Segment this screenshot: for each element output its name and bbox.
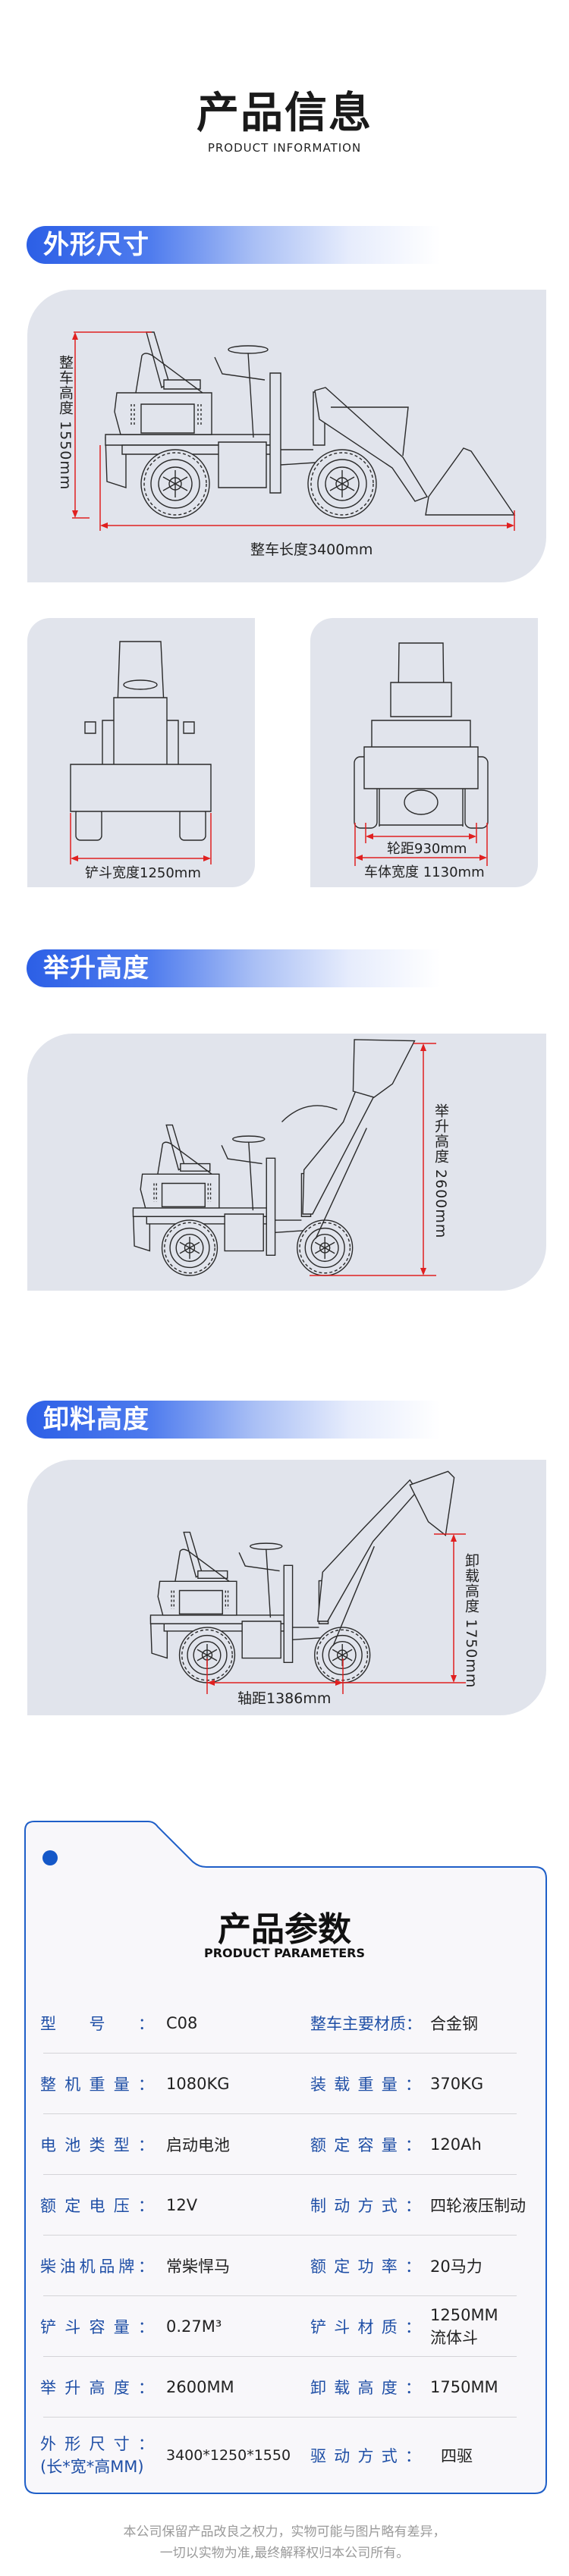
body-width-label: 车体宽度 1130mm xyxy=(364,864,485,880)
param-label: 柴油机品牌： xyxy=(40,2257,154,2276)
param-label: 外形尺寸： (长*宽*高MM) xyxy=(40,2433,154,2478)
param-row: 整机重量： 1080KG 装载重量： 370KG xyxy=(40,2054,517,2114)
disclaimer-line-2: 一切以实物为准,最终解释权归本公司所有。 xyxy=(159,2546,410,2561)
param-value: 120Ah xyxy=(430,2135,482,2154)
param-value: 四驱 xyxy=(441,2447,473,2465)
param-label: 铲斗材质： xyxy=(310,2317,421,2336)
param-value: 2600MM xyxy=(166,2377,234,2396)
param-value: 启动电池 xyxy=(166,2135,230,2154)
disclaimer-line-1: 本公司保留产品改良之权力，实物可能与图片略有差异， xyxy=(123,2524,446,2540)
lift-height-label: 举升高度 2600mm xyxy=(432,1103,449,1239)
param-label: 额定容量： xyxy=(310,2135,421,2154)
front-view-panel xyxy=(27,618,255,887)
param-label: 卸载高度： xyxy=(310,2378,421,2397)
section-banner-dimensions: 外形尺寸 xyxy=(27,226,440,264)
param-value: C08 xyxy=(166,2013,198,2032)
param-row: 外形尺寸： (长*宽*高MM) 3400*1250*1550 驱动方式： 四驱 xyxy=(40,2418,517,2493)
param-value: 常柴悍马 xyxy=(166,2257,230,2276)
param-value: 0.27M³ xyxy=(166,2317,222,2336)
param-row: 额定电压： 12V 制动方式： 四轮液压制动 xyxy=(40,2175,526,2236)
param-value: 20马力 xyxy=(430,2257,483,2276)
page-subtitle: PRODUCT INFORMATION xyxy=(207,141,362,155)
param-value: 3400*1250*1550 xyxy=(166,2447,291,2464)
param-value: 合金钢 xyxy=(430,2014,478,2033)
lift-view-panel xyxy=(27,1034,546,1291)
param-value: 1250MM 流体斗 xyxy=(430,2304,498,2349)
bucket-width-label: 铲斗宽度1250mm xyxy=(85,865,201,881)
overall-length-label: 整车长度3400mm xyxy=(250,541,373,558)
param-label: 驱动方式： xyxy=(310,2447,421,2465)
params-subtitle: PRODUCT PARAMETERS xyxy=(203,1946,366,1960)
param-row: 铲斗容量： 0.27M³ 铲斗材质： 1250MM 流体斗 xyxy=(40,2296,517,2357)
param-value: 1750MM xyxy=(430,2377,498,2396)
param-label: 电池类型： xyxy=(40,2135,154,2154)
section-banner-lift: 举升高度 xyxy=(27,949,440,987)
param-label-line: 外形尺寸： xyxy=(40,2435,154,2453)
param-value: 12V xyxy=(166,2195,198,2214)
param-label: 整车主要材质： xyxy=(310,2014,422,2033)
param-row: 举升高度： 2600MM 卸载高度： 1750MM xyxy=(40,2357,517,2418)
param-label: 额定功率： xyxy=(310,2257,421,2276)
param-value-line: 1250MM xyxy=(430,2305,498,2324)
track-label: 轮距930mm xyxy=(387,841,467,857)
dump-height-label: 卸载高度 1750mm xyxy=(463,1553,479,1689)
param-label: 装载重量： xyxy=(310,2075,421,2094)
param-label-line: (长*宽*高MM) xyxy=(40,2458,144,2476)
section-banner-dump: 卸料高度 xyxy=(27,1401,440,1439)
wheelbase-label: 轴距1386mm xyxy=(237,1690,332,1707)
card-dot-icon xyxy=(42,1850,58,1865)
param-label: 整机重量： xyxy=(40,2075,154,2094)
param-value: 1080KG xyxy=(166,2074,230,2093)
param-label: 举升高度： xyxy=(40,2378,154,2397)
param-row: 电池类型： 启动电池 额定容量： 120Ah xyxy=(40,2114,517,2175)
param-label: 额定电压： xyxy=(40,2196,154,2215)
params-title: 产品参数 xyxy=(218,1910,351,1949)
param-value: 370KG xyxy=(430,2074,484,2093)
param-value-line: 流体斗 xyxy=(430,2328,478,2347)
params-table: 型号： C08 整车主要材质： 合金钢 整机重量： 1080KG 装载重量： 3… xyxy=(40,1993,526,2493)
overall-height-label: 整车高度 1550mm xyxy=(57,355,74,491)
param-value: 四轮液压制动 xyxy=(430,2196,526,2215)
page-title: 产品信息 xyxy=(196,89,373,138)
param-row: 柴油机品牌： 常柴悍马 额定功率： 20马力 xyxy=(40,2236,517,2296)
param-label: 制动方式： xyxy=(310,2196,421,2215)
param-label: 型号： xyxy=(40,2014,154,2033)
param-row: 型号： C08 整车主要材质： 合金钢 xyxy=(40,1993,517,2054)
param-label: 铲斗容量： xyxy=(40,2317,154,2336)
